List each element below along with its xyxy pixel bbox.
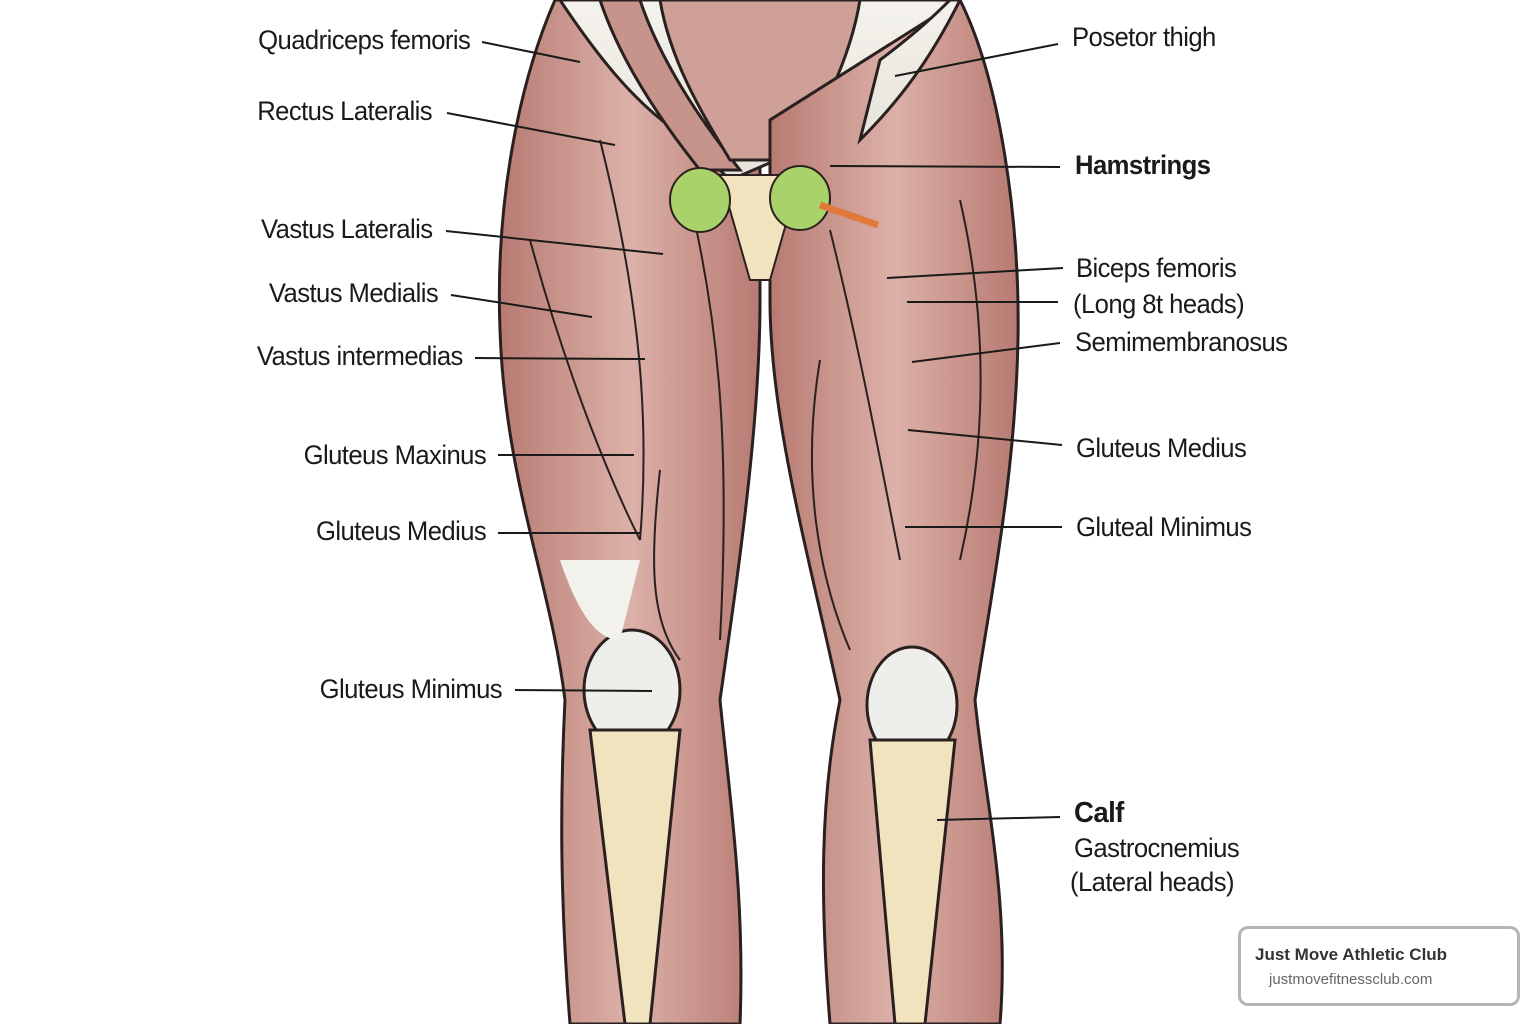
label-quadriceps-femoris: Quadriceps femoris (257, 25, 471, 55)
label-gluteus-maxinus: Gluteus Maxinus (303, 440, 487, 470)
leader-lines (445, 41, 1064, 821)
label-semimembranosus: Semimembranosus (1075, 327, 1288, 357)
label-gluteus-minimus: Gluteus Minimus (319, 674, 503, 704)
label-biceps-femoris: Biceps femoris (1076, 253, 1237, 283)
label-hamstrings: Hamstrings (1075, 150, 1211, 180)
label-vastus-medialis: Vastus Medialis (268, 278, 439, 308)
left-hip-joint (669, 167, 731, 233)
label-gluteus-medius-left: Gluteus Medius (315, 516, 487, 546)
label-vastus-intermedias: Vastus intermedias (257, 341, 464, 371)
right-hip-joint (769, 165, 831, 231)
right-leg (768, 0, 1020, 1024)
orange-tendon (818, 201, 880, 229)
label-posetor-thigh: Posetor thigh (1072, 22, 1216, 52)
left-leg (497, 0, 952, 1024)
label-vastus-lateralis: Vastus Lateralis (260, 214, 433, 244)
badge-title: Just Move Athletic Club (1255, 945, 1448, 964)
label-calf: Calf (1074, 797, 1124, 829)
label-gastrocnemius: Gastrocnemius (1074, 833, 1240, 863)
label-lateral-heads: (Lateral heads) (1070, 867, 1235, 897)
badge-url: justmovefitnessclub.com (1269, 971, 1433, 988)
label-gluteus-medius-right: Gluteus Medius (1076, 433, 1247, 463)
watermark-badge: Just Move Athletic Club justmovefitnessc… (1238, 926, 1520, 1006)
label-long-heads: (Long 8t heads) (1073, 289, 1245, 319)
label-rectus-lateralis: Rectus Lateralis (257, 96, 432, 126)
label-gluteal-minimus: Gluteal Minimus (1076, 512, 1252, 542)
